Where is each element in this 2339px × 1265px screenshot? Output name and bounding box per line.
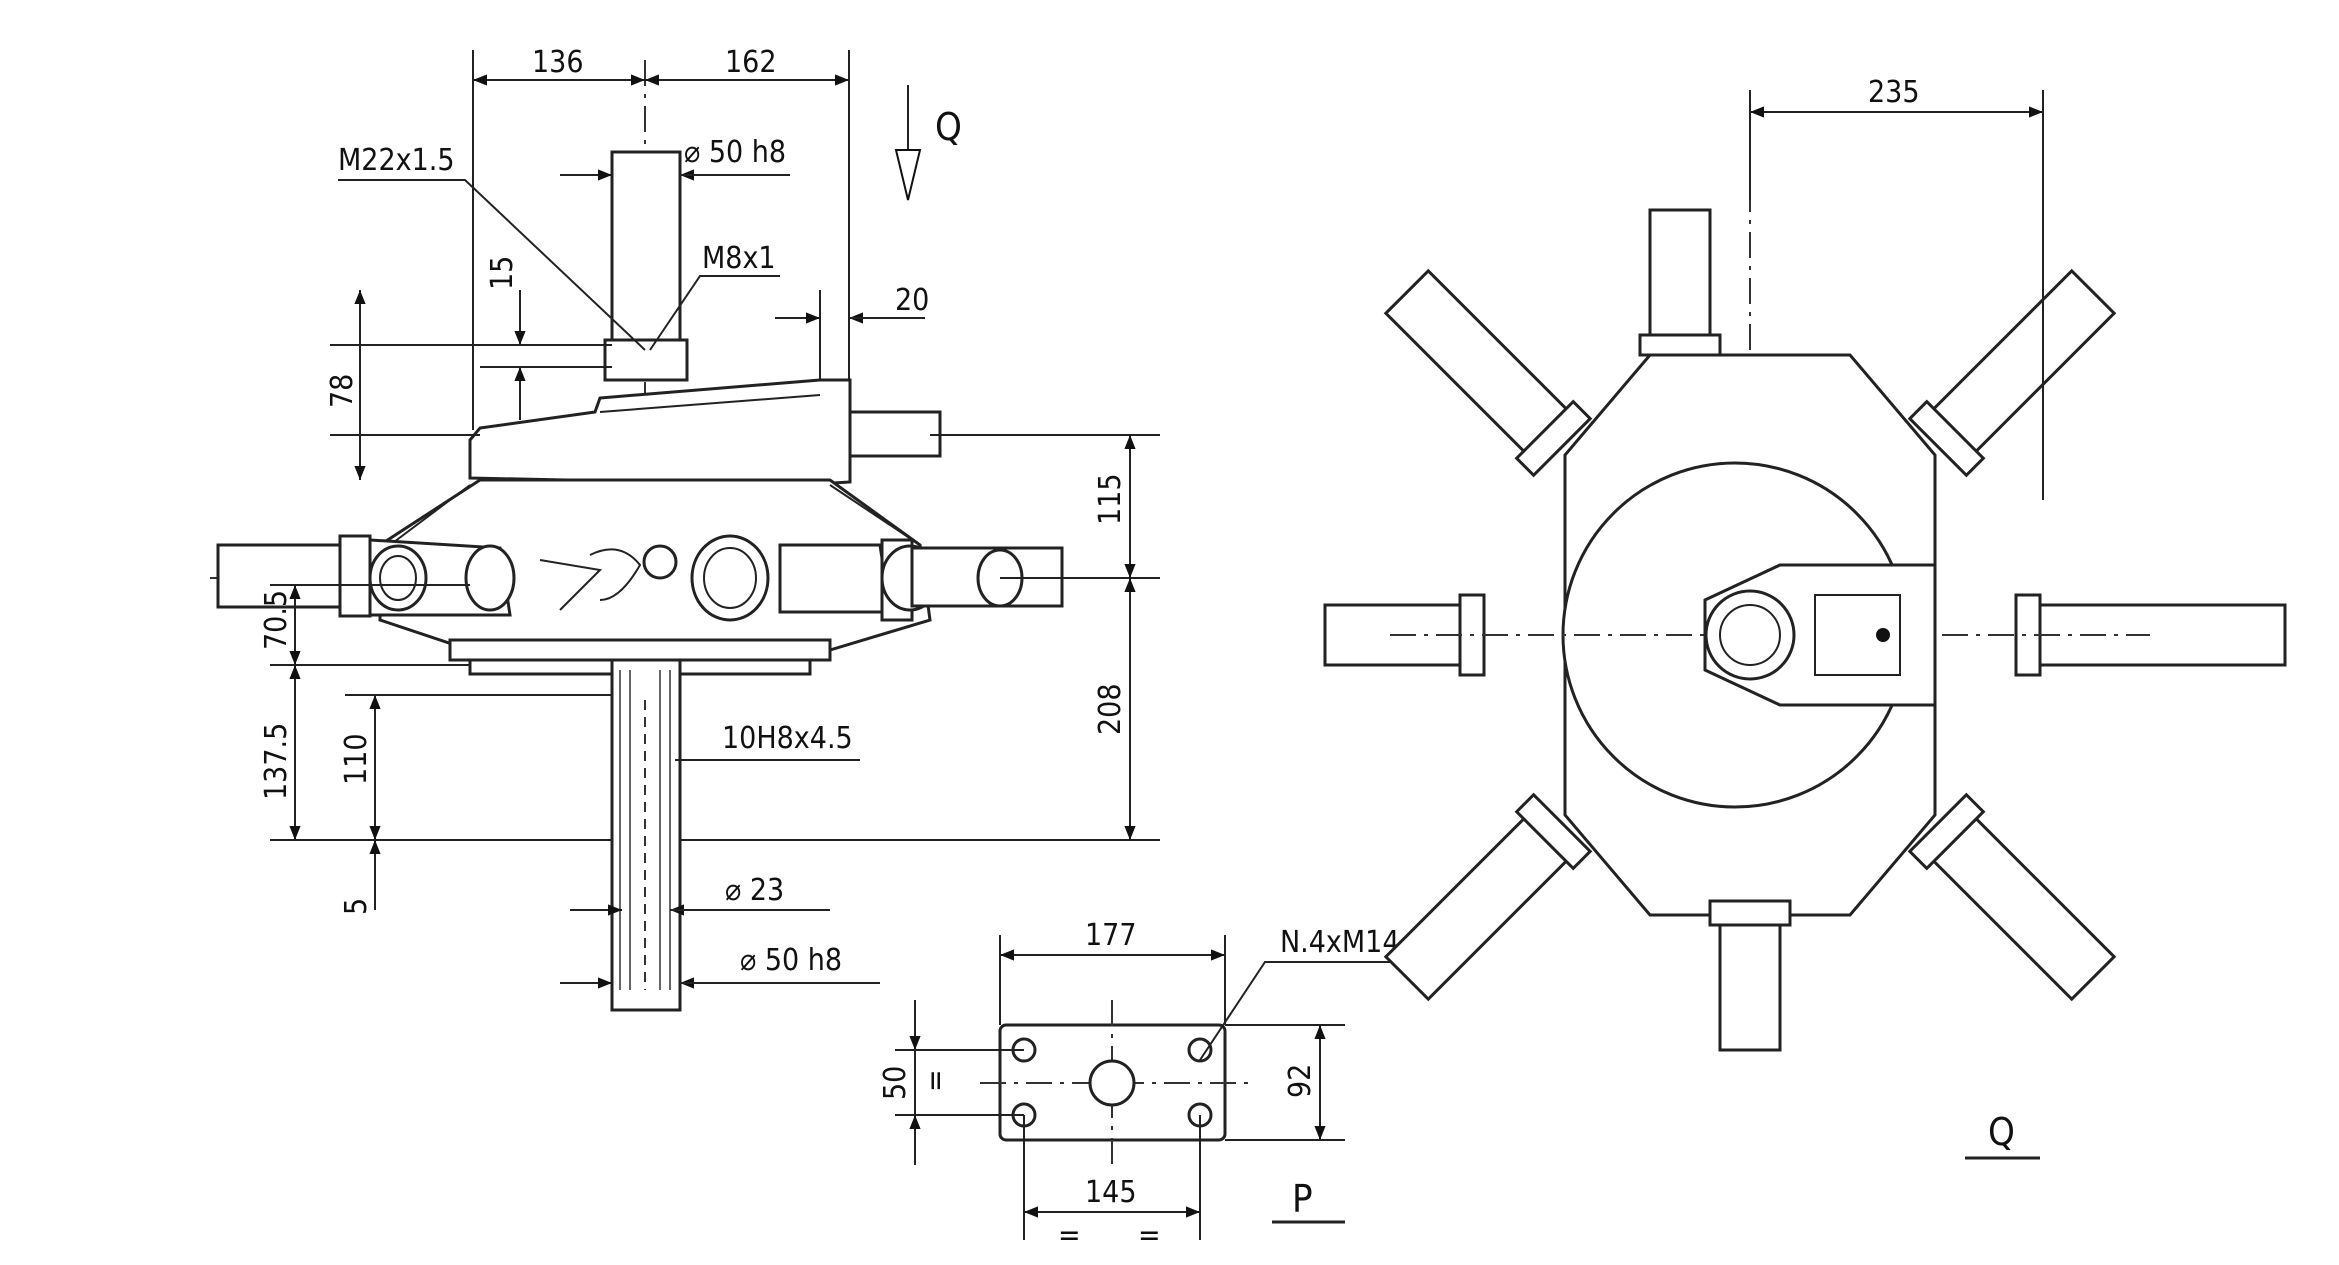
- dim-137-5: 137.5: [259, 723, 294, 800]
- eq-bottom-right: =: [1138, 1218, 1161, 1253]
- view-label-q: Q: [1988, 1110, 2015, 1154]
- view-arrow-label: Q: [935, 105, 962, 149]
- arm-sw: [1383, 792, 1593, 1002]
- arm-n: [1638, 208, 1722, 357]
- arm-e: [2014, 593, 2287, 677]
- arm-nw: [1383, 268, 1593, 478]
- dim-235: 235: [1868, 75, 1920, 110]
- dim-15: 15: [485, 256, 520, 290]
- label-spline: 10H8x4.5: [722, 721, 853, 756]
- dim-5: 5: [339, 898, 374, 915]
- dim-78: 78: [325, 374, 360, 408]
- top-view: 235 Q: [1323, 75, 2287, 1160]
- dim-115: 115: [1093, 473, 1128, 525]
- view-label-p: P: [1292, 1177, 1313, 1221]
- eq-bottom-left: =: [1058, 1218, 1081, 1253]
- dim-208: 208: [1093, 683, 1128, 735]
- dim-20: 20: [895, 283, 929, 318]
- dim-shaft-top: ⌀ 50 h8: [684, 135, 786, 170]
- arm-se: [1907, 792, 2117, 1002]
- dim-d23: ⌀ 23: [725, 873, 784, 908]
- dim-162: 162: [725, 45, 777, 80]
- dim-110: 110: [339, 733, 374, 785]
- label-thread-small: M8x1: [702, 241, 776, 276]
- dim-177: 177: [1085, 918, 1137, 953]
- dim-136: 136: [532, 45, 584, 80]
- dim-50: 50: [878, 1066, 913, 1100]
- dim-70-5: 70.5: [259, 590, 294, 650]
- front-view: 136 162 ⌀ 50 h8 M22x1.5 M8x1 15 20 78: [210, 45, 1160, 1012]
- arm-s: [1708, 899, 1792, 1052]
- arm-ne: [1907, 268, 2117, 478]
- dim-92: 92: [1283, 1064, 1318, 1098]
- label-holes: N.4xM14: [1280, 925, 1400, 960]
- view-arrow-icon: [894, 149, 922, 201]
- flange-view: 177 145 = = 50 = 92 N.4xM14 P: [878, 918, 1400, 1253]
- label-thread-top: M22x1.5: [338, 143, 455, 178]
- dim-shaft-bottom: ⌀ 50 h8: [740, 943, 842, 978]
- dim-145: 145: [1085, 1175, 1137, 1210]
- eq-left: =: [918, 1069, 953, 1092]
